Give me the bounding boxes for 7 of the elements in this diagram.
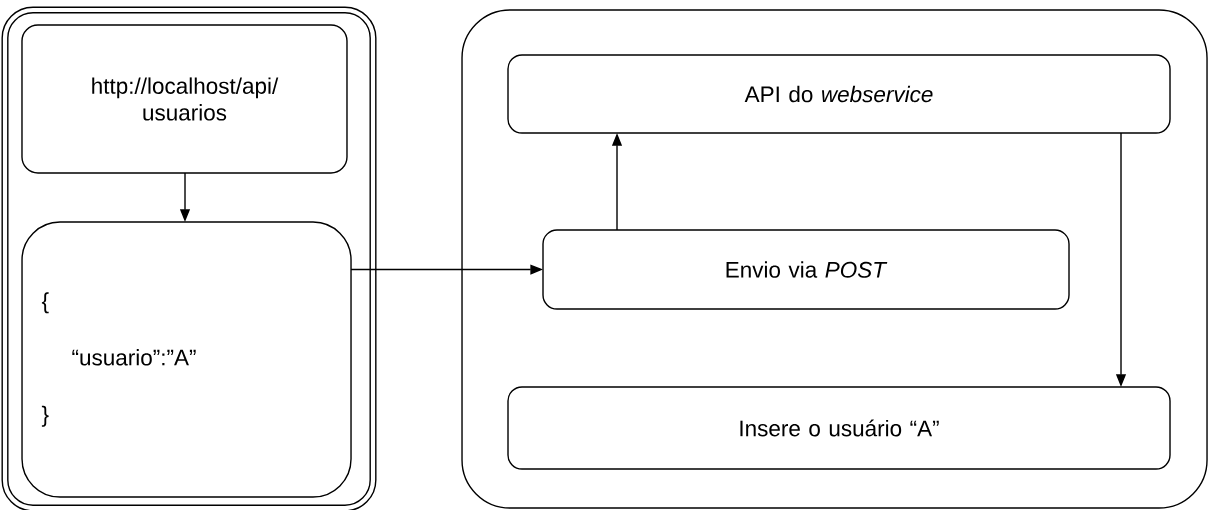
- process-box: API do webservice: [507, 54, 1171, 134]
- process-box: Insere o usuário “A”: [507, 386, 1171, 470]
- rounded-panel: [1, 6, 377, 510]
- process-box: Envio via POST: [542, 229, 1070, 310]
- url-box: http://localhost/api/ usuarios: [21, 24, 348, 174]
- json-box: { “usuario”:”A” }: [21, 221, 352, 498]
- rounded-panel: [461, 9, 1208, 509]
